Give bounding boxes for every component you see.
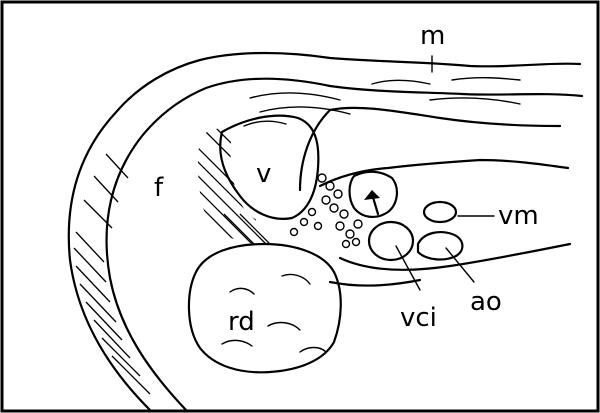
muscle-band-strokes: [244, 78, 520, 126]
ventral-membrane-outline: [330, 244, 570, 286]
label-ao: ao: [470, 287, 502, 317]
ventricle-wall-hatching: [190, 124, 300, 274]
rd-lobe-outline: [189, 244, 341, 372]
label-rd: rd: [228, 307, 255, 337]
outer-body-outline: [69, 53, 580, 410]
label-m: m: [420, 21, 445, 51]
ao-vessel-outline: [418, 232, 462, 259]
label-v: v: [256, 159, 271, 189]
dorsal-tissue-outline: [300, 108, 568, 190]
label-f: f: [154, 173, 164, 203]
vm-vessel-outline: [424, 202, 456, 222]
body-wall-hatching: [74, 154, 150, 394]
vci-vessel-outline: [369, 222, 413, 260]
label-vci: vci: [400, 303, 437, 333]
label-vm: vm: [498, 201, 539, 231]
inner-body-outline: [107, 79, 582, 410]
flow-arrow-icon: [364, 190, 380, 214]
